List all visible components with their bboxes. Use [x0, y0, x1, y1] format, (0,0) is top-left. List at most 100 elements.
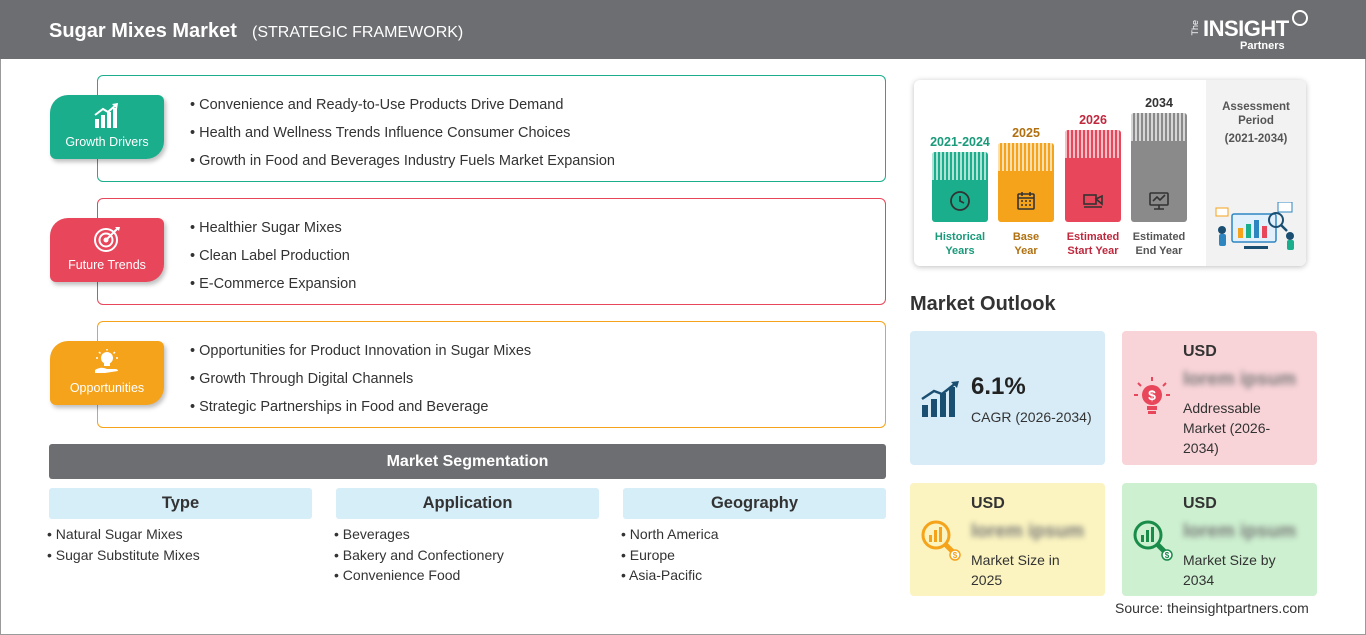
- growth-drivers-label: Growth Drivers: [65, 135, 149, 149]
- timeline-name-line: Estimated: [1066, 231, 1120, 243]
- size-2025-currency: USD: [971, 495, 1005, 512]
- segmentation-title: Market Segmentation: [49, 444, 886, 479]
- source-link[interactable]: Source: theinsightpartners.com: [1115, 600, 1309, 616]
- list-item: Growth Through Digital Channels: [190, 370, 531, 398]
- list-item: Convenience Food: [334, 567, 504, 588]
- lightbulb-hand-icon: [95, 349, 118, 373]
- timeline-bar: [1065, 130, 1121, 222]
- future-trends-label: Future Trends: [68, 258, 146, 272]
- target-icon: [94, 227, 120, 252]
- list-item: Asia-Pacific: [621, 567, 719, 588]
- segment-heading-geography: Geography: [623, 488, 886, 519]
- timeline-name-line: Start Year: [1067, 245, 1119, 257]
- bar-stripes: [1131, 113, 1187, 141]
- list-item: Beverages: [334, 526, 504, 547]
- size-2034-currency: USD: [1183, 495, 1217, 512]
- insight-partners-logo[interactable]: The INSIGHT Partners: [1190, 10, 1320, 54]
- growth-drivers-badge: Growth Drivers: [50, 95, 164, 159]
- list-item: Clean Label Production: [190, 247, 356, 275]
- segment-list-type: Natural Sugar Mixes Sugar Substitute Mix…: [47, 526, 200, 567]
- page-subtitle: (STRATEGIC FRAMEWORK): [252, 24, 464, 41]
- segment-list-application: Beverages Bakery and Confectionery Conve…: [334, 526, 504, 588]
- market-size-2034-card: $ USD lorem ipsum Market Size by 2034: [1122, 483, 1317, 596]
- cagr-label: CAGR (2026-2034): [971, 409, 1092, 425]
- svg-text:$: $: [1148, 387, 1156, 403]
- future-trends-box: Healthier Sugar Mixes Clean Label Produc…: [97, 198, 886, 305]
- svg-text:$: $: [1165, 551, 1170, 560]
- list-item: Sugar Substitute Mixes: [47, 547, 200, 568]
- addressable-desc-3: 2034): [1183, 440, 1219, 456]
- opportunities-box: Opportunities for Product Innovation in …: [97, 321, 886, 428]
- opportunities-list: Opportunities for Product Innovation in …: [190, 342, 531, 426]
- timeline-name-line: Estimated: [1132, 231, 1186, 243]
- growth-drivers-box: Convenience and Ready-to-Use Products Dr…: [97, 75, 886, 182]
- future-trends-list: Healthier Sugar Mixes Clean Label Produc…: [190, 219, 356, 303]
- growth-chart-icon: [921, 381, 959, 417]
- list-item: Bakery and Confectionery: [334, 547, 504, 568]
- timeline-bar: [998, 143, 1054, 222]
- size-2025-desc-1: Market Size in: [971, 552, 1060, 568]
- addressable-desc-2: Market (2026-: [1183, 420, 1271, 436]
- list-item: Natural Sugar Mixes: [47, 526, 200, 547]
- timeline-name-line: End Year: [1135, 245, 1183, 257]
- logo-the: The: [1190, 20, 1200, 36]
- size-2034-desc-2: 2034: [1183, 572, 1215, 588]
- header-bar: Sugar Mixes Market (STRATEGIC FRAMEWORK)…: [0, 0, 1366, 59]
- addressable-market-card: $ USD lorem ipsum Addressable Market (20…: [1122, 331, 1317, 465]
- timeline-name-line: Year: [1014, 245, 1038, 257]
- logo-ring-icon: [1292, 10, 1308, 26]
- timeline-year: 2026: [1079, 113, 1107, 127]
- list-item: Convenience and Ready-to-Use Products Dr…: [190, 96, 615, 124]
- page-title: Sugar Mixes Market: [49, 20, 237, 42]
- history-icon: [950, 191, 970, 211]
- assessment-period-label: Assessment Period: [1222, 101, 1290, 127]
- timeline-year: 2021-2024: [930, 135, 990, 149]
- idea-dollar-icon: $: [1134, 377, 1170, 414]
- list-item: Growth in Food and Beverages Industry Fu…: [190, 152, 615, 180]
- market-outlook-title: Market Outlook: [910, 293, 1056, 315]
- timeline-name-line: Base: [1012, 231, 1040, 243]
- assessment-period-panel: Assessment Period (2021-2034): [1206, 80, 1306, 266]
- list-item: E-Commerce Expansion: [190, 275, 356, 303]
- timeline-bar: [1131, 113, 1187, 222]
- growth-drivers-list: Convenience and Ready-to-Use Products Dr…: [190, 96, 615, 180]
- list-item: Health and Wellness Trends Influence Con…: [190, 124, 615, 152]
- start-flag-icon: [1083, 194, 1103, 208]
- future-trends-badge: Future Trends: [50, 218, 164, 282]
- list-item: Opportunities for Product Innovation in …: [190, 342, 531, 370]
- analytics-people-icon: [1215, 202, 1294, 250]
- timeline-bar: [932, 152, 988, 222]
- cagr-value: 6.1%: [971, 373, 1026, 400]
- segment-heading-application: Application: [336, 488, 599, 519]
- logo-partners: Partners: [1240, 40, 1285, 52]
- addressable-currency: USD: [1183, 343, 1217, 360]
- addressable-desc-1: Addressable: [1183, 400, 1261, 416]
- size-2034-desc-1: Market Size by: [1183, 552, 1276, 568]
- opportunities-label: Opportunities: [69, 381, 145, 395]
- market-size-2025-card: $ USD lorem ipsum Market Size in 2025: [910, 483, 1105, 596]
- size-2034-value: lorem ipsum: [1183, 521, 1296, 542]
- timeline-name-line: Years: [945, 245, 975, 257]
- timeline-year: 2034: [1145, 96, 1173, 110]
- list-item: Strategic Partnerships in Food and Bever…: [190, 398, 531, 426]
- list-item: North America: [621, 526, 719, 547]
- segment-heading-type: Type: [49, 488, 312, 519]
- addressable-value: lorem ipsum: [1183, 369, 1296, 390]
- magnifier-chart-icon: $: [921, 520, 961, 561]
- bar-stripes: [932, 152, 988, 180]
- calendar-icon: [1017, 192, 1035, 210]
- cagr-card: 6.1% CAGR (2026-2034): [910, 331, 1105, 465]
- assessment-period-range: (2021-2034): [1224, 133, 1288, 145]
- list-item: Healthier Sugar Mixes: [190, 219, 356, 247]
- bar-stripes: [998, 143, 1054, 171]
- logo-insight: INSIGHT: [1203, 16, 1289, 41]
- size-2025-desc-2: 2025: [971, 572, 1003, 588]
- timeline-name-line: Historical: [934, 231, 986, 243]
- timeline-year: 2025: [1012, 126, 1040, 140]
- segment-list-geography: North America Europe Asia-Pacific: [621, 526, 719, 588]
